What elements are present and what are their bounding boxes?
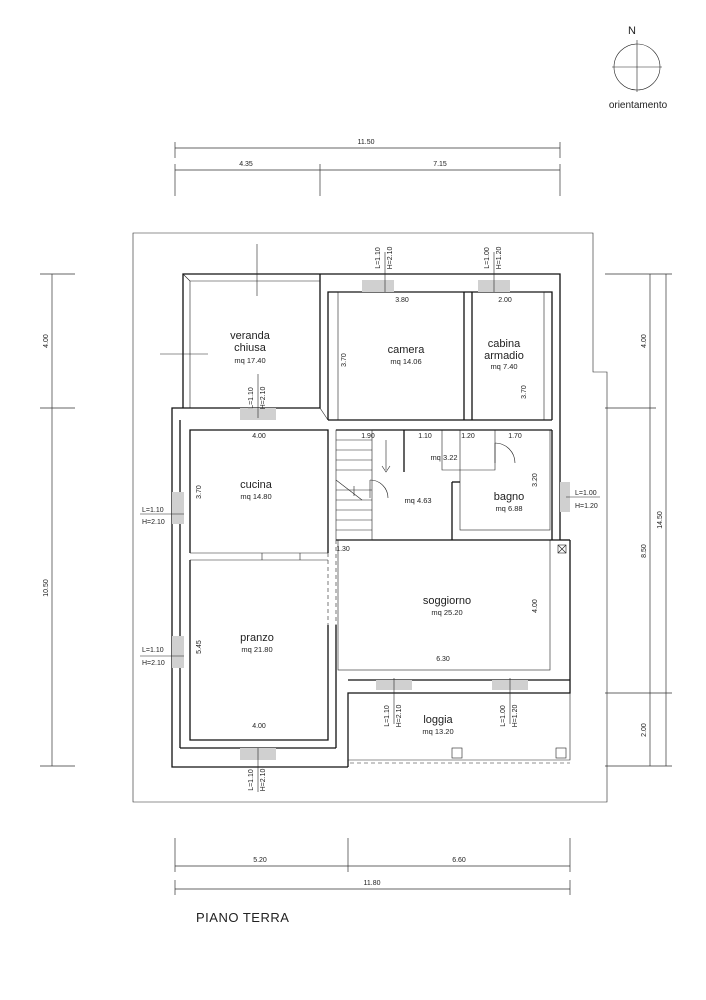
pranzo-area: mq 21.80 xyxy=(241,645,272,654)
cabina-height: 3.70 xyxy=(521,385,528,399)
walls xyxy=(171,273,571,768)
site-boundary xyxy=(132,232,608,803)
w-bagno-l: L=1.00 xyxy=(575,490,597,497)
cucina-label: cucina xyxy=(240,479,273,491)
corridoio-height: 1.30 xyxy=(336,546,350,553)
w-pranzo-bottom-l: L=1.10 xyxy=(248,769,255,791)
room-bagno: bagno mq 6.88 1.70 3.20 xyxy=(494,433,539,513)
w-cabina-l: L=1.00 xyxy=(484,247,491,269)
dim-left-top: 4.00 xyxy=(43,334,50,348)
camera-width: 3.80 xyxy=(395,297,409,304)
dim-bottom-right: 6.60 xyxy=(452,857,466,864)
w-cabina-h: H=1.20 xyxy=(496,247,503,270)
w-cucina-h: H=2.10 xyxy=(142,519,165,526)
bagno-area: mq 6.88 xyxy=(495,504,522,513)
room-corridoio: mq 4.63 1.90 1.30 xyxy=(336,433,431,553)
plan-title: PIANO TERRA xyxy=(196,910,289,925)
bagno-height: 3.20 xyxy=(532,473,539,487)
dim-bottom-total: 11.80 xyxy=(364,880,381,887)
dim-right-mid: 8.50 xyxy=(641,544,648,558)
w-cucina-l: L=1.10 xyxy=(142,507,164,514)
dim-right-bottom: 2.00 xyxy=(641,723,648,737)
cucina-width: 4.00 xyxy=(252,433,266,440)
veranda-area: mq 17.40 xyxy=(234,356,265,365)
pranzo-label: pranzo xyxy=(240,632,274,644)
room-disimpegno: mq 3.22 1.10 1.20 xyxy=(418,433,475,462)
pranzo-width: 4.00 xyxy=(252,723,266,730)
compass-caption: orientamento xyxy=(609,100,668,111)
camera-label: camera xyxy=(388,344,426,356)
w-sogg-left-h: H=2.10 xyxy=(396,705,403,728)
loggia-area: mq 13.20 xyxy=(422,727,453,736)
dimension-left: 4.00 10.50 xyxy=(40,273,75,767)
cucina-height: 3.70 xyxy=(196,485,203,499)
room-cabina: cabina armadio mq 7.40 2.00 3.70 xyxy=(484,297,528,399)
staircase xyxy=(335,429,391,541)
w-sogg-right-h: H=1.20 xyxy=(512,705,519,728)
disimpegno-area: mq 3.22 xyxy=(430,453,457,462)
disimpegno-width-1: 1.10 xyxy=(418,433,432,440)
room-loggia: loggia mq 13.20 xyxy=(422,714,453,736)
w-pranzo-side-l: L=1.10 xyxy=(142,647,164,654)
dimension-bottom: 5.20 6.60 11.80 xyxy=(174,838,571,895)
camera-area: mq 14.06 xyxy=(390,357,421,366)
dim-right-top: 4.00 xyxy=(641,334,648,348)
veranda-label-2: chiusa xyxy=(234,342,267,354)
w-bagno-h: H=1.20 xyxy=(575,503,598,510)
room-camera: camera mq 14.06 3.80 3.70 xyxy=(341,297,425,367)
corridoio-area: mq 4.63 xyxy=(404,496,431,505)
w-sogg-left-l: L=1.10 xyxy=(384,705,391,727)
window-annotations: L=1.10 H=2.10 L=1.00 H=1.20 L=1.10 H=2.1… xyxy=(140,247,600,792)
dimension-top: 11.50 4.35 7.15 xyxy=(174,139,561,196)
cabina-label-2: armadio xyxy=(484,350,524,362)
w-veranda-h: H=2.10 xyxy=(260,387,267,410)
room-cucina: cucina mq 14.80 4.00 3.70 xyxy=(196,433,273,501)
stair-width: 1.90 xyxy=(361,433,375,440)
dim-top-left: 4.35 xyxy=(239,161,253,168)
pranzo-height: 5.45 xyxy=(196,640,203,654)
compass-north-label: N xyxy=(628,25,636,37)
disimpegno-width-2: 1.20 xyxy=(461,433,475,440)
camera-height: 3.70 xyxy=(341,353,348,367)
room-veranda: veranda chiusa mq 17.40 xyxy=(230,330,271,365)
cabina-width: 2.00 xyxy=(498,297,512,304)
w-sogg-right-l: L=1.00 xyxy=(500,705,507,727)
door-swings xyxy=(261,442,516,560)
dim-top-total: 11.50 xyxy=(358,139,375,146)
veranda-label-1: veranda xyxy=(230,330,271,342)
dimension-right: 4.00 8.50 14.50 2.00 xyxy=(605,273,672,767)
bagno-width: 1.70 xyxy=(508,433,522,440)
loggia-label: loggia xyxy=(423,714,453,726)
soggiorno-area: mq 25.20 xyxy=(431,608,462,617)
w-camera-h: H=2.10 xyxy=(387,247,394,270)
compass: N orientamento xyxy=(609,25,668,111)
cucina-area: mq 14.80 xyxy=(240,492,271,501)
dim-bottom-left: 5.20 xyxy=(253,857,267,864)
cabina-area: mq 7.40 xyxy=(490,362,517,371)
dim-left-bottom: 10.50 xyxy=(43,579,50,597)
dim-top-right: 7.15 xyxy=(433,161,447,168)
room-pranzo: pranzo mq 21.80 4.00 5.45 xyxy=(196,632,274,730)
w-camera-l: L=1.10 xyxy=(375,247,382,269)
soggiorno-width: 6.30 xyxy=(436,656,450,663)
bagno-label: bagno xyxy=(494,491,525,503)
w-pranzo-side-h: H=2.10 xyxy=(142,660,165,667)
room-soggiorno: soggiorno mq 25.20 6.30 4.00 xyxy=(423,595,539,663)
soggiorno-height: 4.00 xyxy=(532,599,539,613)
w-pranzo-bottom-h: H=2.10 xyxy=(260,769,267,792)
w-veranda-l: L=1.10 xyxy=(248,387,255,409)
dim-right-total: 14.50 xyxy=(657,511,664,529)
cabina-label-1: cabina xyxy=(488,338,521,350)
soggiorno-label: soggiorno xyxy=(423,595,471,607)
